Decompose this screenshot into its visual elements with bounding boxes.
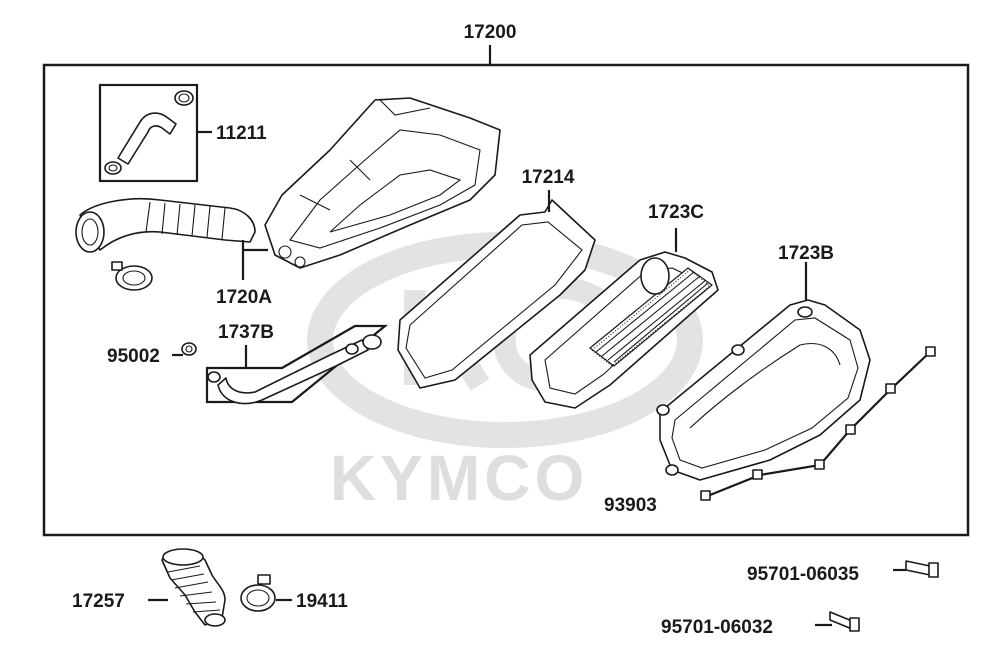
element-cap	[529, 228, 719, 409]
label-17214: 17214	[522, 167, 575, 188]
label-1723B: 1723B	[778, 243, 834, 264]
label-11211: 11211	[216, 123, 267, 144]
filter-element	[397, 190, 596, 389]
bolt-06035	[893, 560, 939, 578]
screw-6	[925, 346, 936, 357]
clip	[172, 342, 197, 357]
label-19411: 19411	[296, 591, 348, 612]
hose-kit	[98, 83, 212, 183]
label-93903: 93903	[604, 495, 657, 516]
screw-2	[752, 469, 763, 480]
watermark-text: KYMCO	[330, 442, 588, 514]
screw-4	[845, 424, 856, 435]
label-95701-06032: 95701-06032	[661, 617, 773, 638]
screw-3	[814, 459, 825, 470]
bolt-06032	[815, 611, 860, 632]
assembly-frame	[42, 63, 970, 537]
screw-1	[700, 490, 711, 501]
label-17257: 17257	[72, 591, 125, 612]
label-17200: 17200	[464, 22, 517, 43]
drain-tube	[205, 324, 389, 405]
air-cleaner-case	[264, 97, 501, 269]
label-95701-06035: 95701-06035	[747, 564, 859, 585]
label-95002: 95002	[107, 346, 160, 367]
screw-5	[885, 383, 896, 394]
cleaner-cover	[656, 262, 871, 481]
label-1723C: 1723C	[648, 202, 704, 223]
band-clamp	[240, 574, 292, 612]
inlet-duct	[75, 197, 268, 291]
label-1737B: 1737B	[218, 322, 274, 343]
intake-duct	[148, 548, 226, 627]
screws	[700, 346, 936, 501]
label-1720A: 1720A	[216, 287, 272, 308]
